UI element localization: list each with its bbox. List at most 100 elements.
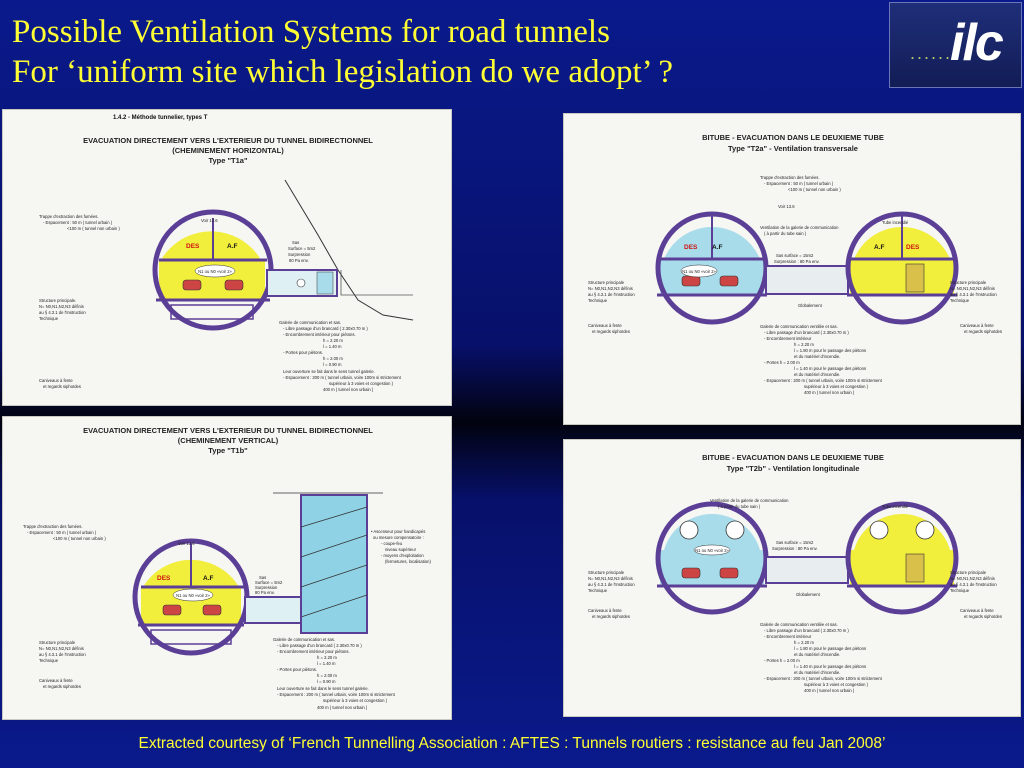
diagram-t2a: BITUBE - EVACUATION DANS LE DEUXIEME TUB…: [563, 113, 1021, 425]
t1a-note3b: - Libre passage d'un brancard ( 2.30x0.7…: [283, 326, 368, 331]
t2a-af: A.F: [712, 244, 723, 251]
t2a-note2b-right: N= N0,N1,N2,N3 définis: [950, 286, 995, 291]
t1b-sas-surface: Surface = 5m2: [255, 580, 283, 585]
t1b-note3: Galerie de communication et sas.: [273, 637, 335, 642]
t1b-pa: 80 Pa env.: [255, 590, 275, 595]
t1b-asc5: - moyens d'exploitation: [381, 553, 424, 558]
t2b-note2: Structure principale: [588, 570, 625, 575]
t2b-vent2: ( à partir du tube sain ): [718, 504, 761, 509]
t2a-globalement: Globalement: [798, 303, 823, 308]
t2a-left-tube: [655, 211, 769, 325]
t1b-asc2: ou mesure compensatoire :: [373, 535, 424, 540]
t1b-asc3: - coupe-feu: [381, 541, 403, 546]
t2b-note2d-right: Technique: [950, 588, 970, 593]
diagram-t1a: 1.4.2 - Méthode tunnelier, types T EVACU…: [2, 109, 452, 406]
t2a-des-right: DES: [906, 244, 920, 251]
t2a-note5d: h = 2.20 m: [794, 342, 814, 347]
t1a-ground: [340, 270, 413, 296]
t2b-note5h: l = 1.40 m pour le passage des piétons: [794, 664, 866, 669]
t1b-note3k: supérieur à 3 voies et congestion ): [323, 698, 388, 703]
t1b-note3j: - Espacement : 200 m ( tunnel urbain, vo…: [277, 692, 396, 697]
t2a-surpression: Surpression : 80 Pa env.: [774, 259, 820, 264]
t2a-n-label: N1 ou N0 «voir 2»: [682, 269, 716, 274]
t2b-note5b: - Libre passage d'un brancard ( 2.30x0.7…: [764, 628, 849, 633]
t1a-heading: EVACUATION DIRECTEMENT VERS L'EXTERIEUR …: [83, 136, 373, 145]
t1a-note3: Galerie de communication et sas.: [279, 320, 341, 325]
t1b-asc6: (fermetures, localisation): [385, 559, 431, 564]
t1a-note4b: et regards siphoïdes: [43, 384, 81, 389]
t2a-note4b-right: et regards siphoïdes: [964, 329, 1002, 334]
t2b-note2d: Technique: [588, 588, 608, 593]
t1b-heading2: (CHEMINEMENT VERTICAL): [178, 436, 279, 445]
t2b-note2c-right: au § 4.3.1 de l'Instruction: [950, 582, 997, 587]
t2a-type: Type "T2a" - Ventilation transversale: [728, 144, 858, 153]
t1a-note2b: N= N0,N1,N2,N3 définis: [39, 304, 84, 309]
t2a-note1: Trappe d'extraction des fumées.: [760, 175, 820, 180]
t1a-type: Type "T1a": [208, 156, 248, 165]
slide-title: Possible Ventilation Systems for road tu…: [12, 12, 673, 92]
t1b-note4b: et regards siphoïdes: [43, 684, 81, 689]
t2a-note4-right: Caniveaux à fente: [960, 323, 994, 328]
t2b-note2b: N= N0,N1,N2,N3 définis: [588, 576, 633, 581]
t2a-vent1: Ventilation de la galerie de communicati…: [760, 225, 839, 230]
t2a-note5k: supérieur à 3 voies et congestion ): [804, 384, 869, 389]
t1a-des: DES: [186, 243, 200, 250]
t1b-note3b: - Libre passage d'un brancard ( 2.30x0.7…: [277, 643, 362, 648]
t2b-note5: Galerie de communication ventilée et sas…: [760, 622, 838, 627]
t2a-note1b: - Espacement : 50 m ( tunnel urbain ): [764, 181, 834, 186]
t2a-note2d: Technique: [588, 298, 608, 303]
t1b-note3e: l = 1.40 m: [317, 661, 336, 666]
t2b-note5e: l = 1.80 m pour le passage des piétons: [794, 646, 866, 651]
t2a-note5: Galerie de communication ventilée et sas…: [760, 324, 838, 329]
t2b-note4: Caniveaux à fente: [588, 608, 622, 613]
t2b-note5g: - Portes h = 2.00 m: [764, 658, 800, 663]
t1b-sas: Sas: [259, 575, 266, 580]
t2a-note2-right: Structure principale: [950, 280, 987, 285]
t1a-note3c: - Encombrement intérieur pour piétons.: [283, 332, 356, 337]
slide-title-line2: For ‘uniform site which legislation do w…: [12, 54, 674, 90]
t2a-right-tube: [845, 211, 959, 325]
t1b-gallery: [244, 596, 302, 624]
slide-title-line1: Possible Ventilation Systems for road tu…: [12, 14, 610, 50]
t2b-sas-surface: Sas surface = 15m2: [776, 540, 814, 545]
t2b-tube-incendie: Tube incendié: [882, 504, 909, 509]
t2b-note4-right: Caniveaux à fente: [960, 608, 994, 613]
ilc-logo: ...... ilc: [889, 2, 1022, 88]
t1a-surpression: Surpression: [288, 252, 311, 257]
t1a-af: A.F: [227, 243, 238, 250]
diagram-t2b: BITUBE - EVACUATION DANS LE DEUXIEME TUB…: [563, 439, 1021, 717]
t1a-note3g: h = 2.00 m: [323, 356, 343, 361]
t1a-voir: Voir 13.6: [201, 218, 218, 223]
t2a-note2c: au § 4.3.1 de l'Instruction: [588, 292, 635, 297]
t1b-note3g: h = 2.00 m: [317, 673, 337, 678]
t2a-note5e: l = 1.80 m pour le passage des piétons: [794, 348, 866, 353]
t1a-note1c: <100 m ( tunnel non urbain ): [67, 226, 120, 231]
t2a-note5i: et du matériel d'incendie.: [794, 372, 840, 377]
t2b-note5j: - Espacement : 200 m ( tunnel urbain, vo…: [764, 676, 883, 681]
t1b-des: DES: [157, 575, 171, 582]
t1b-asc4: niveau supérieur: [385, 547, 417, 552]
t1b-type: Type "T1b": [208, 446, 248, 455]
t2a-vent2: ( à partir du tube sain ): [764, 231, 807, 236]
t2a-note2c-right: au § 4.3.1 de l'Instruction: [950, 292, 997, 297]
t2a-note2b: N= N0,N1,N2,N3 définis: [588, 286, 633, 291]
t2a-gallery: [765, 265, 849, 295]
t2a-voir: Voir 13.6: [778, 204, 795, 209]
t2b-note2-right: Structure principale: [950, 570, 987, 575]
t2b-note2b-right: N= N0,N1,N2,N3 définis: [950, 576, 995, 581]
t2a-note5j: - Espacement : 200 m ( tunnel urbain, vo…: [764, 378, 883, 383]
t1b-note1: Trappe d'extraction des fumées.: [23, 524, 83, 529]
t2a-note5b: - Libre passage d'un brancard ( 2.30x0.7…: [764, 330, 849, 335]
t1b-note3d: h = 2.20 m: [317, 655, 337, 660]
t2a-note5l: 400 m ( tunnel non urbain ): [804, 390, 855, 395]
t2a-tube-incendie: Tube incendié: [882, 220, 909, 225]
t1a-note3e: l = 1.40 m: [323, 344, 342, 349]
t1b-n-label: N1 ou N0 «voir 2»: [176, 593, 210, 598]
t2a-af-right: A.F: [874, 244, 885, 251]
t1a-note3f: - Portes pour piétons.: [283, 350, 323, 355]
t2a-note4b: et regards siphoïdes: [592, 329, 630, 334]
t2b-note5c: - Encombrement intérieur: [764, 634, 812, 639]
t2b-note5f: et du matériel d'incendie.: [794, 652, 840, 657]
logo-word: ilc: [950, 14, 1004, 72]
t2b-note5d: h = 2.20 m: [794, 640, 814, 645]
